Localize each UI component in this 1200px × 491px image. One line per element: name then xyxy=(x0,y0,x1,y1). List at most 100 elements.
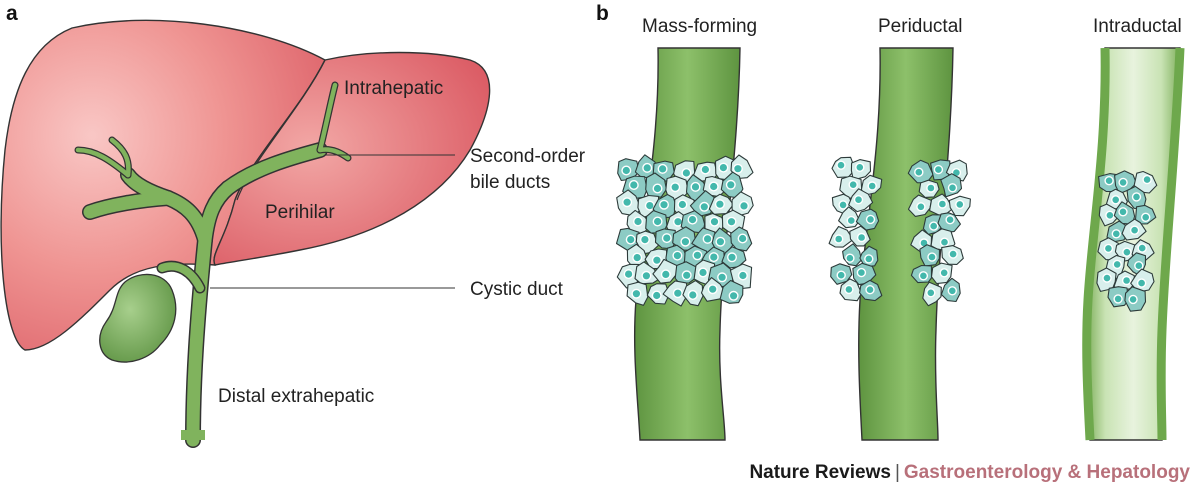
cell-nucleus xyxy=(707,284,718,295)
cell-nucleus xyxy=(955,199,965,210)
cell-nucleus xyxy=(652,216,663,227)
cell-nucleus xyxy=(926,288,936,298)
cell-nucleus xyxy=(621,165,632,176)
cell-nucleus xyxy=(1137,243,1147,253)
cell-nucleus xyxy=(1112,259,1122,270)
cell-nucleus xyxy=(834,234,844,244)
cell-nucleus xyxy=(937,199,948,209)
cell-nucleus xyxy=(836,270,846,280)
cell-nucleus xyxy=(1140,212,1151,223)
cell-nucleus xyxy=(838,200,848,210)
title-periductal: Periductal xyxy=(878,16,963,37)
cell-nucleus xyxy=(727,252,738,263)
cell-nucleus xyxy=(1121,275,1132,286)
cell-nucleus xyxy=(661,233,672,244)
cell-nucleus xyxy=(1129,225,1140,235)
cell-nucleus xyxy=(639,234,650,245)
panel-b-label: b xyxy=(596,2,609,25)
cell-nucleus xyxy=(1134,261,1144,271)
duct-intraductal-wall-right xyxy=(1156,47,1185,441)
cell-nucleus xyxy=(726,216,737,227)
cell-nucleus xyxy=(681,167,692,178)
cell-nucleus xyxy=(848,179,858,190)
gallbladder xyxy=(99,273,177,363)
cell-nucleus xyxy=(641,270,652,281)
title-intraductal: Intraductal xyxy=(1093,16,1182,37)
tumor-cluster-mass-forming xyxy=(615,154,754,307)
footer-subject: Gastroenterology & Hepatology xyxy=(903,462,1190,483)
cell-nucleus xyxy=(644,200,655,211)
cell-nucleus xyxy=(855,162,865,173)
cell-nucleus xyxy=(1104,175,1114,186)
liver-right-lobe xyxy=(213,51,491,266)
cell-nucleus xyxy=(631,288,642,299)
duct-intraductal-wall-left xyxy=(1082,47,1110,441)
cell-nucleus xyxy=(1122,247,1132,257)
bile-duct-tree xyxy=(74,81,352,448)
label-distal-extrahepatic: Distal extrahepatic xyxy=(218,386,374,407)
footer-separator: | xyxy=(894,462,900,483)
tumor-cluster-periductal xyxy=(828,156,971,307)
cell-nucleus xyxy=(732,163,743,174)
label-intrahepatic: Intrahepatic xyxy=(344,78,443,99)
cell-nucleus xyxy=(633,216,644,227)
cell-nucleus xyxy=(725,179,736,190)
cell-nucleus xyxy=(687,214,698,225)
label-second-order-1: Second-order xyxy=(470,146,586,167)
cell-nucleus xyxy=(947,286,957,296)
cell-nucleus xyxy=(1128,294,1138,305)
cell-nucleus xyxy=(1111,229,1122,239)
tumor-cluster-intraductal xyxy=(1096,170,1158,312)
cell-nucleus xyxy=(692,250,703,261)
cell-nucleus xyxy=(652,183,663,194)
cell-nucleus xyxy=(864,254,874,264)
cell-nucleus xyxy=(865,214,876,225)
cell-nucleus xyxy=(660,269,671,280)
cell-nucleus xyxy=(709,216,720,227)
cell-nucleus xyxy=(853,194,864,205)
cell-nucleus xyxy=(651,290,662,301)
cell-nucleus xyxy=(672,288,683,299)
cell-nucleus xyxy=(845,253,855,263)
cell-nucleus xyxy=(927,252,937,262)
cell-nucleus xyxy=(926,183,936,193)
label-perihilar: Perihilar xyxy=(265,202,335,223)
cell-nucleus xyxy=(728,290,739,301)
cell-nucleus xyxy=(1118,207,1128,217)
cell-nucleus xyxy=(1105,210,1115,221)
cell-nucleus xyxy=(642,162,653,173)
cell-nucleus xyxy=(1136,278,1147,288)
cell-nucleus xyxy=(673,216,684,227)
cell-nucleus xyxy=(699,201,710,212)
cell-nucleus xyxy=(948,249,958,259)
cell-nucleus xyxy=(939,237,950,247)
cell-nucleus xyxy=(702,233,713,244)
cell-nucleus xyxy=(700,164,711,175)
cell-nucleus xyxy=(672,250,683,261)
cell-nucleus xyxy=(651,255,662,266)
title-mass-forming: Mass-forming xyxy=(642,16,757,37)
cell-nucleus xyxy=(698,267,709,278)
cell-nucleus xyxy=(622,197,633,208)
cell-nucleus xyxy=(1131,192,1142,202)
cell-nucleus xyxy=(1102,273,1112,283)
cell-nucleus xyxy=(677,199,688,210)
cell-nucleus xyxy=(687,290,698,301)
cell-nucleus xyxy=(657,163,668,174)
cell-nucleus xyxy=(739,200,750,211)
label-second-order-2: bile ducts xyxy=(470,172,550,193)
cell-nucleus xyxy=(718,162,729,173)
cell-nucleus xyxy=(867,181,877,191)
cell-nucleus xyxy=(623,269,634,280)
cell-nucleus xyxy=(916,202,926,212)
cell-nucleus xyxy=(865,285,875,295)
cell-nucleus xyxy=(681,270,692,281)
cell-nucleus xyxy=(717,272,728,283)
journal-footer: Nature Reviews|Gastroenterology & Hepato… xyxy=(749,462,1190,484)
cell-nucleus xyxy=(690,181,701,192)
cell-nucleus xyxy=(715,236,726,247)
cell-nucleus xyxy=(670,182,681,193)
cell-nucleus xyxy=(1113,294,1123,304)
panel-a-label: a xyxy=(6,2,18,25)
